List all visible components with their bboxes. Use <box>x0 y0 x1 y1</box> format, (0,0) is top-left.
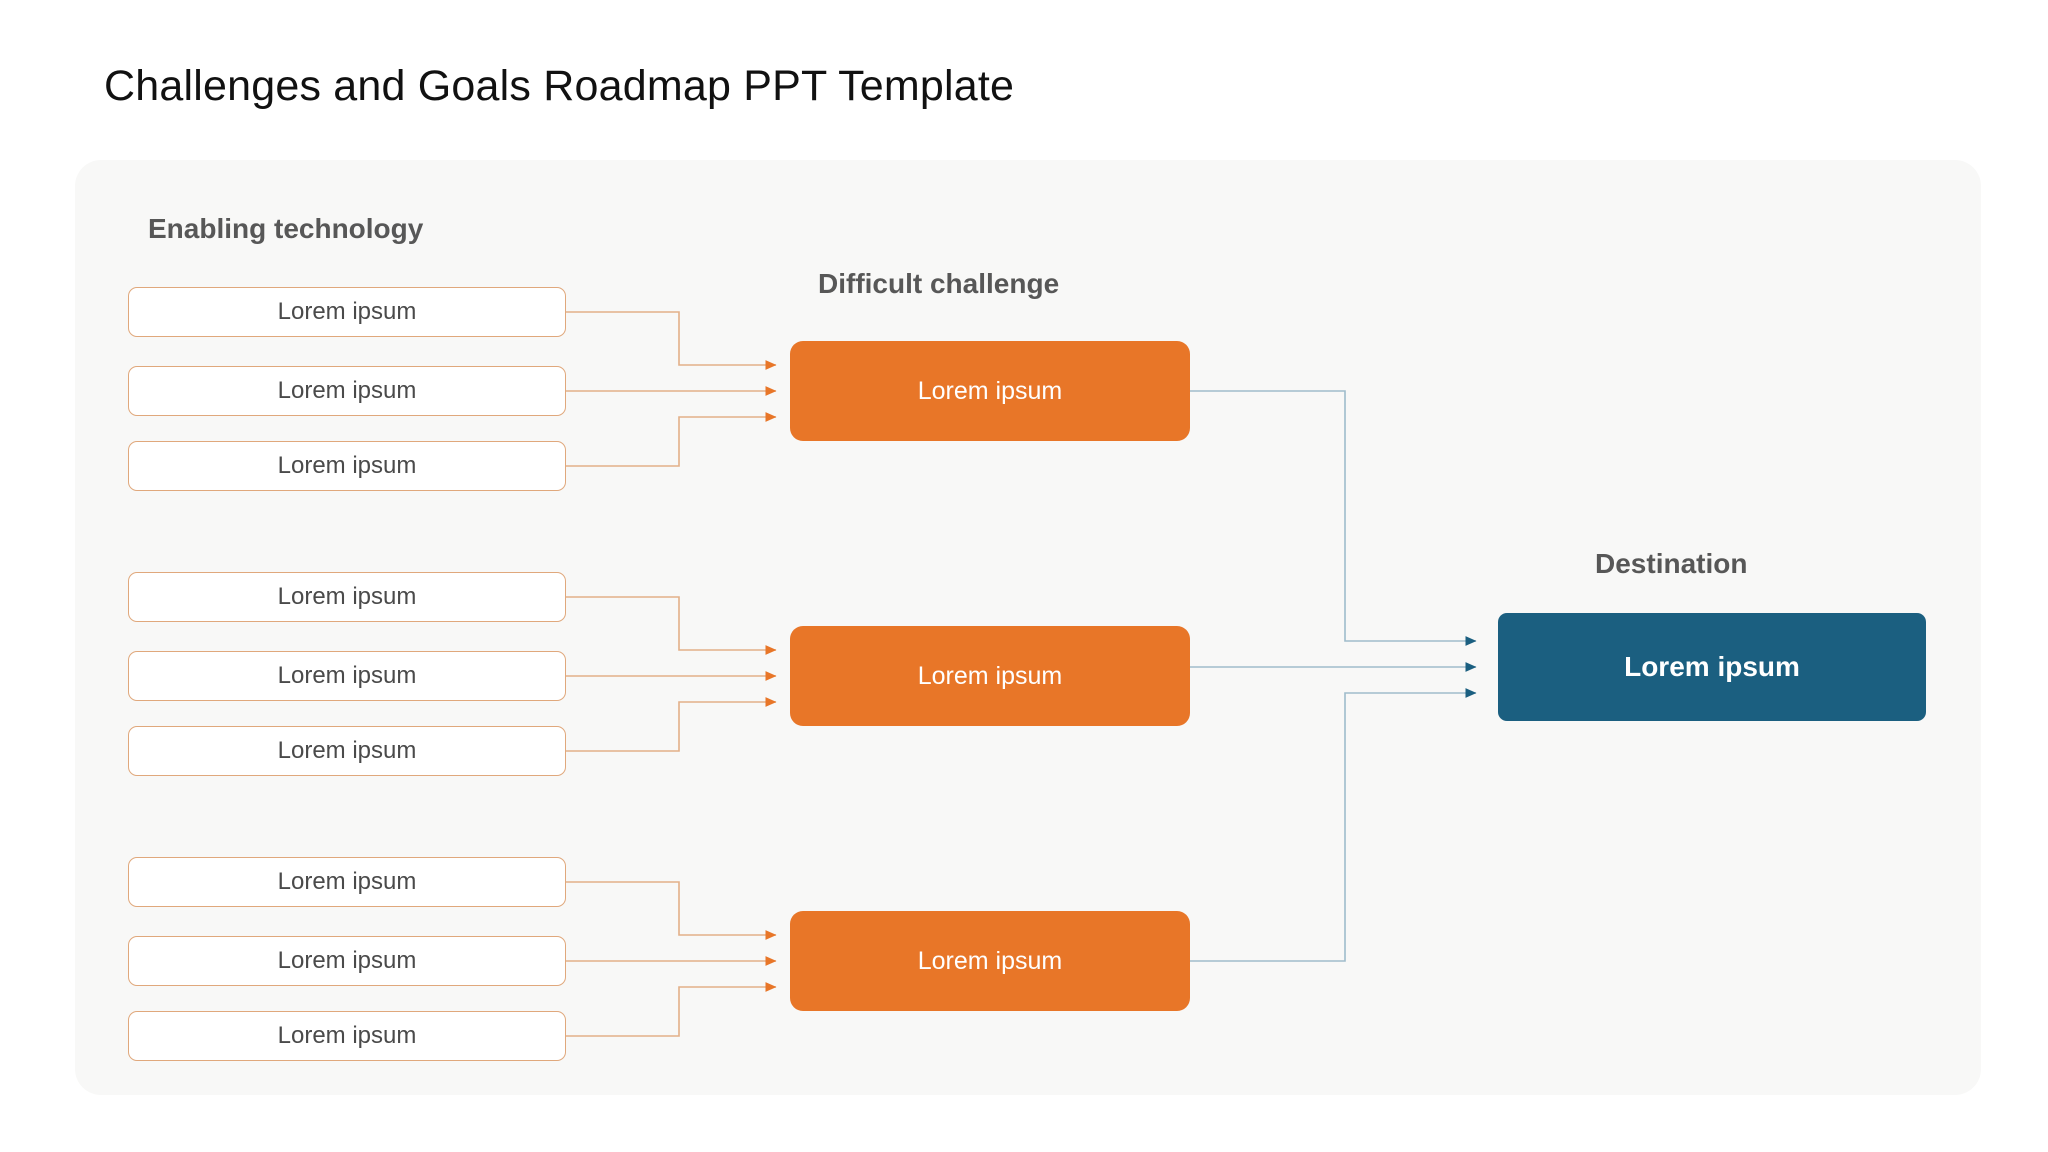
challenge-box[interactable]: Lorem ipsum <box>790 341 1190 441</box>
technology-box[interactable]: Lorem ipsum <box>128 287 566 337</box>
column-heading-difficult-challenge: Difficult challenge <box>818 268 1060 299</box>
technology-box[interactable]: Lorem ipsum <box>128 651 566 701</box>
challenge-box[interactable]: Lorem ipsum <box>790 911 1190 1011</box>
technology-box[interactable]: Lorem ipsum <box>128 366 566 416</box>
destination-box[interactable]: Lorem ipsum <box>1498 613 1926 721</box>
column-heading-enabling-technology: Enabling technology <box>148 213 424 244</box>
technology-box[interactable]: Lorem ipsum <box>128 936 566 986</box>
technology-box[interactable]: Lorem ipsum <box>128 726 566 776</box>
technology-box[interactable]: Lorem ipsum <box>128 572 566 622</box>
column-heading-destination: Destination <box>1595 548 1748 579</box>
technology-box[interactable]: Lorem ipsum <box>128 1011 566 1061</box>
challenge-box[interactable]: Lorem ipsum <box>790 626 1190 726</box>
page-title: Challenges and Goals Roadmap PPT Templat… <box>104 62 1015 110</box>
technology-box[interactable]: Lorem ipsum <box>128 857 566 907</box>
technology-box[interactable]: Lorem ipsum <box>128 441 566 491</box>
